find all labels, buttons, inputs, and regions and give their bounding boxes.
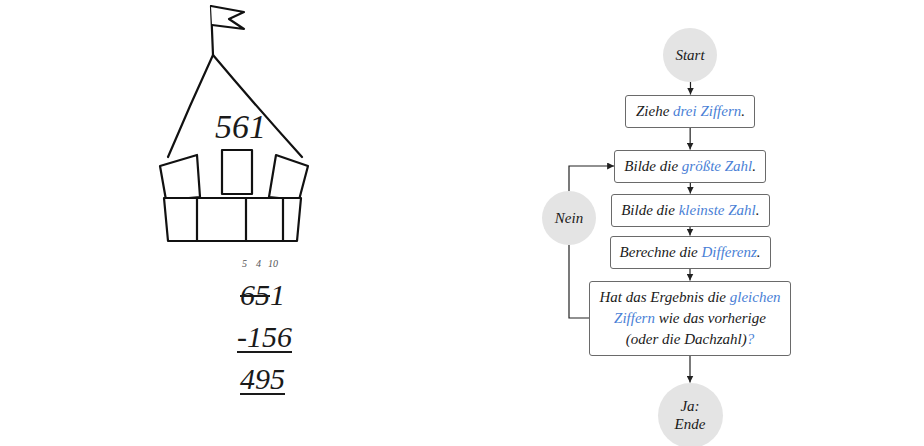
node-text: Nein <box>555 209 583 227</box>
highlighted-text: kleinste Zahl <box>679 202 756 218</box>
node-text: Hat das Ergebnis die gleichen Ziffern wi… <box>599 287 781 350</box>
castle-tower-middle <box>222 150 252 194</box>
process-box: Bilde die kleinste Zahl. <box>611 194 770 227</box>
process-box: Ziehe drei Ziffern. <box>625 95 755 128</box>
flag <box>211 6 244 29</box>
node-text: Ja: Ende <box>668 397 712 433</box>
highlighted-text: ? <box>747 331 755 347</box>
flow-arrow <box>690 183 691 194</box>
flow-arrow <box>569 245 589 318</box>
castle-tower-right <box>269 155 308 200</box>
node-text: Bilde die größte Zahl. <box>624 156 756 177</box>
highlighted-text: größte Zahl <box>682 158 752 174</box>
start-terminal: Start <box>663 28 717 82</box>
highlighted-text: 65 <box>240 278 270 311</box>
subtrahend: -156 <box>237 322 292 352</box>
borrow-digit: 5 <box>242 259 247 269</box>
flow-arrow <box>689 356 690 383</box>
process-box: Bilde die größte Zahl. <box>614 150 766 183</box>
difference: 495 <box>240 364 285 394</box>
highlighted-text: Differenz <box>701 244 756 260</box>
minuend: 651 <box>240 280 285 310</box>
node-text: Start <box>675 46 704 64</box>
flow-arrow <box>689 227 690 236</box>
no-branch-circle: Nein <box>542 191 596 245</box>
castle-wall-joints <box>197 198 283 241</box>
castle-tower-left <box>160 155 200 200</box>
highlighted-text: drei Ziffern <box>673 103 741 119</box>
end-terminal: Ja: Ende <box>658 383 723 446</box>
flow-arrow <box>690 82 691 95</box>
node-text: Berechne die Differenz. <box>620 242 761 263</box>
flow-arrow <box>690 128 691 150</box>
roof-number: 561 <box>215 110 266 144</box>
castle-wall <box>164 198 301 241</box>
borrow-digit: 4 <box>256 259 261 269</box>
decision-box: Hat das Ergebnis die gleichen Ziffern wi… <box>589 281 791 356</box>
flow-arrow <box>569 166 614 191</box>
node-text: Bilde die kleinste Zahl. <box>621 200 760 221</box>
highlighted-text: gleichen Ziffern <box>614 289 780 326</box>
borrow-digit: 10 <box>268 259 278 269</box>
node-text: Ziehe drei Ziffern. <box>635 101 745 122</box>
process-box: Berechne die Differenz. <box>610 236 771 269</box>
flow-arrow <box>689 269 690 281</box>
castle-roof <box>168 55 302 157</box>
